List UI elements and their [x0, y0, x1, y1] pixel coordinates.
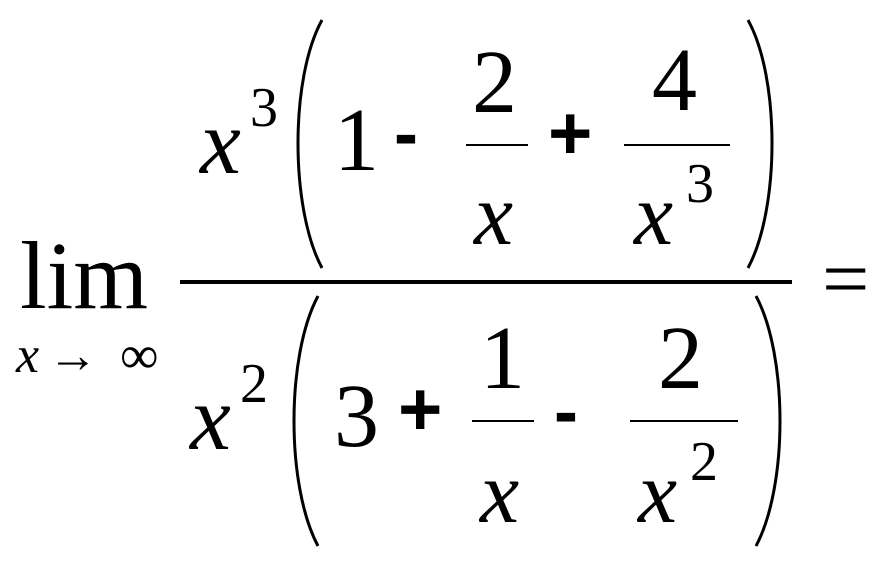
denominator-right-paren: [754, 295, 782, 547]
numerator-minus-1: -: [394, 94, 418, 174]
main-fraction-bar: [180, 280, 792, 284]
numerator-frac1-numerator: 2: [472, 33, 517, 132]
denominator-frac1-bar: [472, 420, 534, 422]
denominator-exponent: 2: [240, 353, 268, 415]
numerator-term-1: 1: [334, 91, 379, 190]
lim-word: lim: [20, 222, 149, 329]
denominator-frac2-bar: [630, 420, 738, 422]
denominator-frac1-denominator-x: x: [480, 445, 520, 542]
numerator-frac2-bar: [624, 144, 730, 146]
denominator-minus: -: [554, 372, 578, 452]
denominator-frac2-numerator: 2: [658, 309, 703, 408]
numerator-right-paren: [746, 19, 774, 269]
numerator-plus: +: [548, 91, 593, 176]
denominator-frac2-denominator-x: x: [638, 445, 678, 542]
numerator-left-paren: [296, 19, 324, 269]
lim-subscript-variable: x: [16, 327, 40, 384]
numerator-frac2-denominator-exponent: 3: [686, 153, 714, 215]
denominator-x: x: [190, 367, 231, 469]
numerator-frac2-numerator: 4: [652, 31, 697, 130]
lim-subscript-arrow: →: [48, 327, 98, 383]
numerator-frac1-bar: [466, 144, 528, 146]
denominator-frac1-numerator: 1: [480, 309, 525, 408]
numerator-frac2-denominator-x: x: [634, 167, 674, 264]
denominator-left-paren: [292, 295, 320, 547]
denominator-term-1: 3: [334, 367, 379, 466]
numerator-x: x: [200, 91, 241, 193]
denominator-frac2-denominator-exponent: 2: [690, 431, 718, 493]
lim-subscript-infinity: ∞: [120, 325, 159, 385]
numerator-exponent: 3: [250, 77, 278, 139]
equals-sign: =: [822, 233, 870, 326]
numerator-frac1-denominator-x: x: [474, 167, 514, 264]
denominator-plus: +: [398, 367, 443, 452]
